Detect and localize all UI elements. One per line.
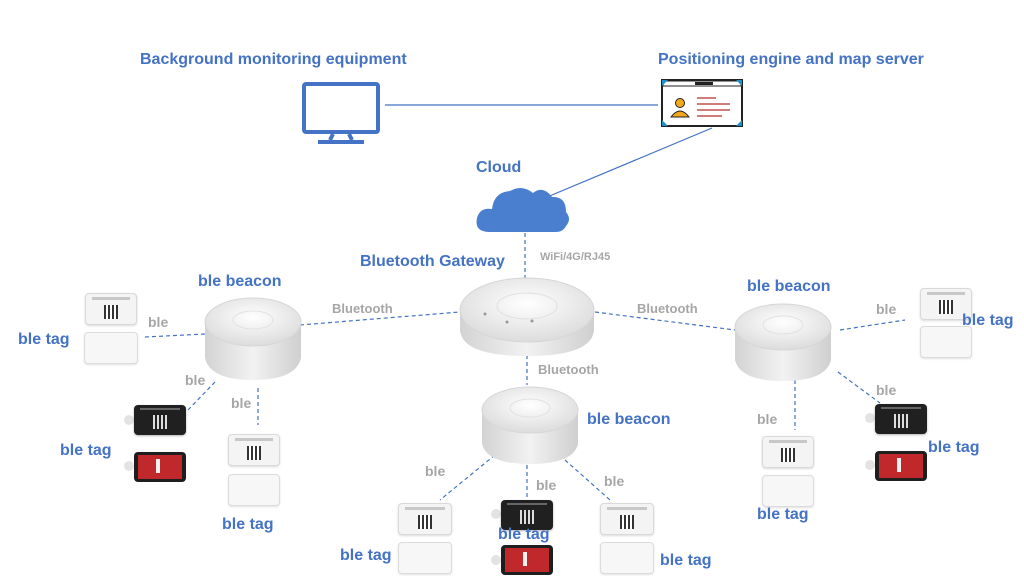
ble-tag-device <box>134 405 186 435</box>
positioning-engine-label: Positioning engine and map server <box>658 51 924 68</box>
ble-tag-label: ble tag <box>60 442 112 459</box>
ble-tag-device <box>228 434 280 466</box>
ble-tag-device <box>228 474 280 506</box>
cloud-icon <box>476 187 569 232</box>
ble-label: ble <box>876 301 897 317</box>
gateway-right-beacon-line <box>594 311 736 331</box>
ble-tag-label: ble tag <box>498 526 550 543</box>
ble-tag-device <box>491 509 501 519</box>
monitor-icon <box>302 82 380 144</box>
left-beacon-tag-line <box>144 333 206 338</box>
right-beacon-black-line <box>837 371 881 404</box>
ble-tag-device <box>398 542 452 574</box>
ble-tag-device <box>501 545 553 575</box>
ble-tag-device <box>84 332 138 364</box>
beacon-device-middle <box>481 386 579 464</box>
mid-beacon-left-line <box>439 454 496 501</box>
right-beacon-tag-line <box>839 319 906 331</box>
ble-tag-label: ble tag <box>340 547 392 564</box>
bluetooth-label-middle: Bluetooth <box>538 362 599 377</box>
ble-tag-device <box>600 503 654 535</box>
ble-beacon-label-right: ble beacon <box>747 278 831 295</box>
ble-tag-label: ble tag <box>928 439 980 456</box>
cloud-label: Cloud <box>476 159 522 176</box>
ble-tag-device <box>875 451 927 481</box>
ble-tag-device <box>920 288 972 320</box>
ble-label: ble <box>185 372 206 388</box>
wifi-label: WiFi/4G/RJ45 <box>540 251 611 263</box>
ble-tag-label: ble tag <box>18 331 70 348</box>
ble-tag-device <box>398 503 452 535</box>
ble-beacon-label-left: ble beacon <box>198 273 282 290</box>
gateway-device <box>459 277 595 356</box>
ble-label: ble <box>876 382 897 398</box>
ble-tag-label: ble tag <box>660 552 712 569</box>
ble-tag-label: ble tag <box>962 312 1014 329</box>
background-monitoring-label: Background monitoring equipment <box>140 51 407 68</box>
ble-tag-device <box>762 475 814 507</box>
ble-label: ble <box>148 314 169 330</box>
ble-tag-device <box>491 555 501 565</box>
ble-tag-device <box>762 436 814 468</box>
ble-tag-device <box>85 293 137 325</box>
ble-tag-device <box>124 415 134 425</box>
ble-tag-device <box>865 460 875 470</box>
ble-label: ble <box>231 395 252 411</box>
mid-beacon-right-line <box>564 459 611 501</box>
ble-tag-device <box>600 542 654 574</box>
server-card-icon <box>661 79 743 127</box>
ble-beacon-label-middle: ble beacon <box>587 411 671 428</box>
ble-label: ble <box>757 411 778 427</box>
ble-tag-label: ble tag <box>757 506 809 523</box>
ble-tag-device <box>124 461 134 471</box>
gateway-label: Bluetooth Gateway <box>360 253 505 270</box>
ble-tag-device <box>920 326 972 358</box>
ble-tag-label: ble tag <box>222 516 274 533</box>
ble-label: ble <box>536 477 557 493</box>
beacon-device-right <box>734 303 832 381</box>
ble-tag-device <box>875 404 927 434</box>
server-cloud-line <box>539 127 713 201</box>
bluetooth-label-right: Bluetooth <box>637 301 698 316</box>
gateway-left-beacon-line <box>299 311 461 326</box>
ble-tag-device <box>501 500 553 530</box>
ble-tag-device <box>134 452 186 482</box>
ble-label: ble <box>604 473 625 489</box>
bluetooth-label-left: Bluetooth <box>332 301 393 316</box>
ble-label: ble <box>425 463 446 479</box>
ble-tag-device <box>865 413 875 423</box>
beacon-device-left <box>204 297 302 380</box>
